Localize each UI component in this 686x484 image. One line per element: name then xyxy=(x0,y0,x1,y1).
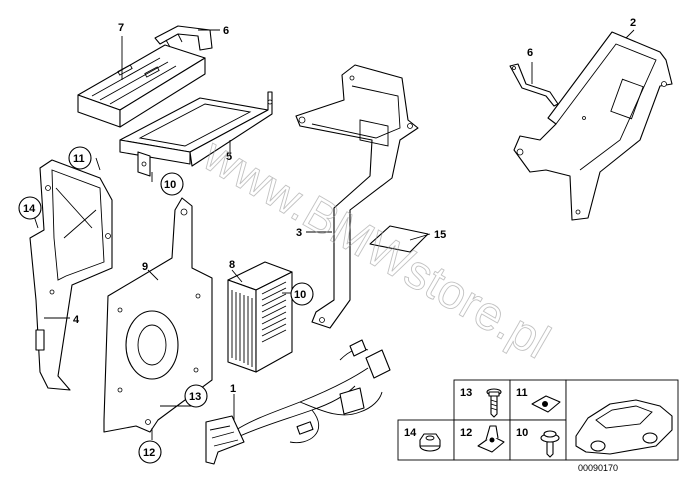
legend-label-12: 12 xyxy=(460,427,472,439)
legend-label-10: 10 xyxy=(516,427,528,439)
callout-15: 15 xyxy=(434,229,446,241)
callout-ring-12 xyxy=(138,440,162,464)
legend-cell-13 xyxy=(453,379,511,421)
callout-ring-14 xyxy=(18,196,42,220)
part-3-frame-bracket xyxy=(295,64,419,329)
hex-nut-icon xyxy=(419,433,441,452)
callout-11: 11 xyxy=(73,153,85,165)
callout-4: 4 xyxy=(73,314,80,326)
legend-cell-12 xyxy=(453,419,511,461)
document-number: 00090170 xyxy=(578,463,618,473)
legend-label-13: 13 xyxy=(460,387,472,399)
callouts: 7 6 5 10 11 14 9 8 10 4 1 13 12 3 15 6 2 xyxy=(18,17,636,464)
callout-2: 2 xyxy=(630,17,636,29)
part-4-side-bracket xyxy=(29,159,113,391)
part-5-tray-bracket xyxy=(119,91,273,177)
callout-3: 3 xyxy=(296,227,302,239)
callout-7: 7 xyxy=(118,22,124,34)
clip-nut-icon xyxy=(531,395,561,413)
callout-10-lower: 10 xyxy=(294,289,306,301)
callout-12: 12 xyxy=(143,447,155,459)
callout-13: 13 xyxy=(189,391,201,403)
part-2-carrier-plate xyxy=(513,31,673,221)
part-15-pad xyxy=(369,225,429,253)
clip-nut-icon-2 xyxy=(477,425,505,453)
screw-icon xyxy=(486,388,502,418)
callout-ring-13 xyxy=(184,384,208,408)
legend-label-11: 11 xyxy=(516,387,528,399)
callout-ring-11 xyxy=(68,146,92,170)
part-8-control-unit xyxy=(227,261,293,373)
leader-lines xyxy=(31,29,635,440)
callout-5: 5 xyxy=(226,151,232,163)
part-6-clip-right xyxy=(509,63,559,107)
callout-10-upper: 10 xyxy=(164,179,176,191)
legend-label-14: 14 xyxy=(404,427,417,439)
car-silhouette-icon xyxy=(575,399,673,455)
part-7-housing xyxy=(77,44,206,128)
part-9-mounting-plate xyxy=(103,197,213,433)
part-6-clip-top xyxy=(154,25,213,51)
callout-9: 9 xyxy=(142,261,148,273)
part-1-wiring-harness xyxy=(205,339,391,465)
callout-8: 8 xyxy=(229,259,235,271)
callout-ring-10-lower xyxy=(290,282,314,306)
callout-1: 1 xyxy=(230,383,236,395)
callout-6-top: 6 xyxy=(223,25,229,37)
legend-table: 13 11 14 12 10 xyxy=(397,379,679,473)
callout-ring-10-upper xyxy=(160,172,184,196)
callout-14: 14 xyxy=(23,203,36,215)
callout-6-right: 6 xyxy=(527,47,533,59)
washer-screw-icon xyxy=(540,430,560,458)
